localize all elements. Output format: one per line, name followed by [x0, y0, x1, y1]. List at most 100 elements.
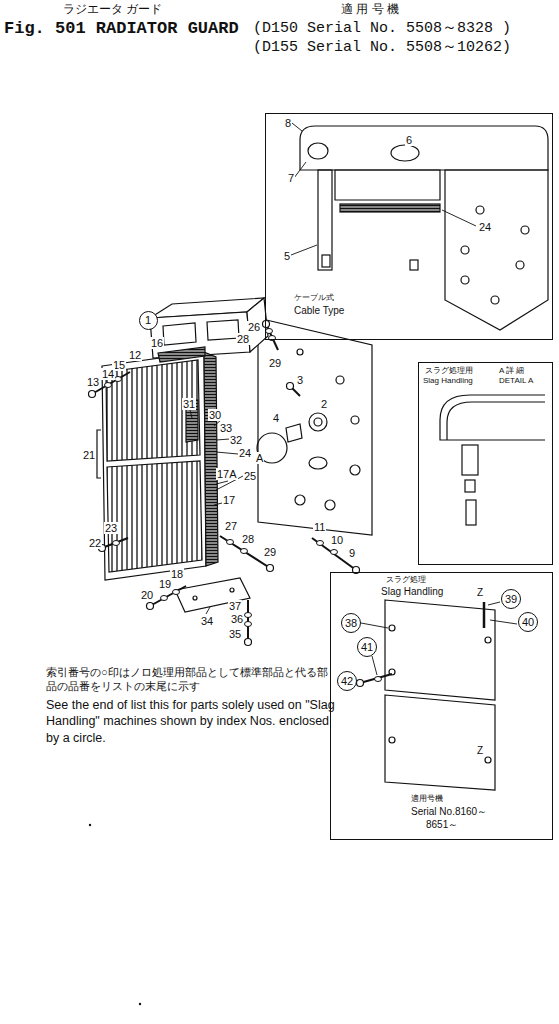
radiator-guard-housing: [297, 349, 303, 355]
bolt: [241, 549, 248, 554]
bolt: [102, 538, 128, 548]
panel-caption: DETAIL A: [499, 377, 533, 386]
leader-line: [488, 602, 500, 605]
callout-number: 21: [82, 449, 96, 461]
callout-number: 16: [150, 337, 164, 349]
cable-type-housing: [461, 246, 469, 254]
radiator-guard-housing: [286, 424, 302, 442]
panel-caption: スラグ処理: [386, 576, 426, 585]
detail-a-bracket: [466, 500, 476, 525]
leader-line: [216, 439, 230, 440]
bolt: [266, 324, 278, 350]
bolt: [357, 680, 364, 687]
stray-dot: [89, 824, 91, 826]
bolt: [89, 391, 96, 398]
callout-number: 34: [200, 615, 214, 627]
callout-number: 28: [241, 533, 255, 545]
callout-number: 28: [236, 333, 250, 345]
bolt: [317, 541, 324, 546]
inset-panel: スラグ処理Slag Handling適用号機Serial No.8160～865…: [330, 572, 553, 840]
radiator-guard-housing: [295, 495, 305, 505]
callout-number: 4: [272, 412, 280, 424]
radiator-grille: [193, 596, 197, 600]
callout-number: 12: [128, 349, 142, 361]
panel-caption: 適用号機: [411, 795, 443, 804]
cable-type-housing: [516, 261, 524, 269]
cable-type-housing: [445, 170, 548, 330]
callout-number: 29: [268, 357, 282, 369]
callout-number: 39: [505, 594, 517, 605]
inset-panel: ケーブル式Cable Type: [265, 113, 553, 340]
bolt: [115, 377, 122, 382]
bolt: [113, 541, 120, 546]
callout-number: 13: [86, 376, 100, 388]
bolt: [360, 674, 392, 683]
bolt: [245, 622, 252, 627]
callout-number: 19: [158, 578, 172, 590]
bolt: [89, 321, 393, 687]
leader-line: [292, 123, 302, 131]
panel-caption: ケーブル式: [294, 294, 334, 303]
radiator-guard-housing: [207, 320, 239, 340]
callout-number: 8: [284, 117, 292, 129]
header-text: (D150 Serial No. 5508～8328 ): [252, 21, 512, 38]
callout-number: 9: [348, 547, 356, 559]
callout-number: 14: [101, 368, 115, 380]
cable-type-housing: [391, 145, 419, 161]
callout-number: 35: [228, 628, 242, 640]
note-text: See the end of list this for parts solel…: [45, 697, 342, 746]
cable-type-housing: [461, 276, 469, 284]
cable-type-housing: [318, 170, 332, 270]
callout-number: 22: [88, 537, 102, 549]
leader-line: [294, 162, 306, 178]
circled-callout: 42: [337, 671, 357, 691]
callout-number: 23: [104, 522, 118, 534]
detail-a-bracket: [440, 395, 545, 440]
radiator-grille: [204, 352, 218, 566]
circled-callout: 40: [518, 612, 538, 632]
leader-line: [291, 245, 317, 255]
callout-number: 17A: [216, 468, 238, 480]
radiator-guard-housing: [336, 376, 344, 384]
cable-type-housing: [300, 126, 548, 330]
slag-plates: [483, 602, 486, 628]
detail-a-bracket: [447, 402, 545, 440]
slag-plates: [385, 695, 495, 790]
leader-line: [442, 210, 476, 226]
detail-a-bracket: [465, 480, 475, 492]
leader-line: [372, 656, 377, 675]
bolt: [147, 603, 154, 610]
bolt: [266, 329, 273, 334]
radiator-guard-housing: [350, 465, 360, 475]
panel-caption: Slag Handling: [423, 377, 473, 386]
radiator-grille: [175, 578, 250, 612]
leader-line: [190, 123, 517, 675]
radiator-grille: [230, 588, 234, 592]
callout-number: 30: [208, 409, 222, 421]
radiator-guard-housing: [351, 416, 359, 424]
stray-dot: [89, 824, 141, 1005]
bolt: [173, 590, 180, 595]
bolt: [227, 540, 234, 545]
radiator-guard-housing: [163, 323, 196, 345]
radiator-grille: [107, 461, 202, 572]
leader-line: [216, 452, 238, 454]
slag-plates: [389, 625, 395, 631]
panel-caption: Serial No.8160～: [411, 806, 487, 817]
bolt: [375, 677, 382, 682]
radiator-grille: [97, 430, 101, 478]
header-text: 適 用 号 機: [340, 3, 400, 16]
callout-number: 42: [341, 676, 353, 687]
callout-number: 29: [263, 546, 277, 558]
inset-panel: スラグ処理用Slag HandlingA 詳 細DETAIL A: [418, 362, 553, 565]
slag-plates: [485, 757, 491, 763]
slag-plates: [385, 600, 495, 700]
radiator-grille: [97, 347, 250, 612]
circled-callout: 1: [139, 311, 158, 330]
leader-line: [361, 623, 388, 628]
callout-number: 20: [140, 589, 154, 601]
callout-number: 40: [522, 617, 534, 628]
callout-number: A: [255, 452, 264, 464]
callout-number: 17: [222, 494, 236, 506]
callout-number: 38: [345, 618, 357, 629]
